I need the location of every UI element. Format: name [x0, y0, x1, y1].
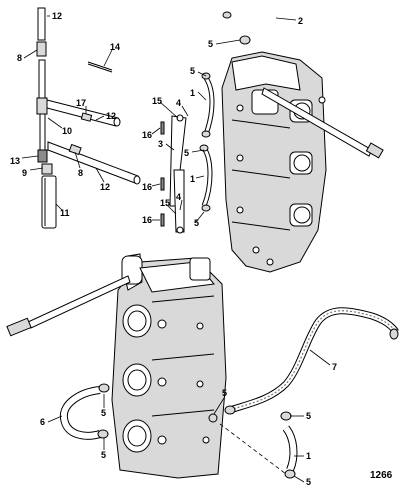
clamp-5-upper-b	[239, 35, 251, 45]
callout-label: 5	[101, 450, 106, 460]
hose-2-assembly	[222, 6, 279, 45]
hose-6-assembly	[59, 383, 110, 440]
callout-label: 16	[142, 215, 152, 225]
upper-cylinder-block	[221, 51, 384, 273]
callout-label: 5	[194, 218, 199, 228]
callout-label: 9	[22, 168, 27, 178]
callout-label: 12	[52, 11, 62, 21]
callout-label: 13	[10, 156, 20, 166]
clamp-13	[37, 149, 48, 163]
fitting-8-top	[36, 41, 47, 57]
callout-label: 15	[152, 96, 162, 106]
callout-label: 8	[78, 168, 83, 178]
wiring-harness-lower	[27, 275, 131, 329]
hose-11	[41, 175, 57, 229]
callout-label: 11	[60, 208, 70, 218]
wiring-harness-upper	[261, 87, 373, 157]
filter-9	[41, 163, 53, 175]
callout-label: 8	[17, 53, 22, 63]
callout-label: 5	[306, 411, 311, 421]
callout-label: 16	[142, 182, 152, 192]
callout-label: 4	[176, 98, 181, 108]
pin-16-a	[160, 121, 165, 135]
wire-14	[87, 61, 113, 71]
callout-label: 4	[176, 192, 181, 202]
clamp-5-upper-a	[222, 11, 232, 19]
linkage-rods	[160, 114, 187, 234]
harness-connector-lower	[6, 317, 32, 337]
dashed-guide-lower	[219, 423, 287, 475]
tee-fitting	[36, 97, 48, 115]
callout-label: 5	[190, 66, 195, 76]
callout-label: 5	[222, 388, 227, 398]
leader-lines	[21, 15, 331, 483]
callout-label: 3	[158, 139, 163, 149]
pin-16-b	[160, 177, 165, 191]
callout-label: 1	[190, 174, 195, 184]
tube-lower	[39, 113, 46, 151]
fitting-8-lower	[68, 143, 82, 156]
hose-1-middle	[199, 144, 213, 212]
rod-15-lower	[173, 169, 185, 233]
callout-label: 5	[208, 39, 213, 49]
harness-connector-upper	[365, 142, 384, 159]
callout-labels: 12 8 14 17 12 10 13 9 8 12 11 2 5 5 1 15…	[10, 11, 337, 487]
callout-label: 1	[306, 451, 311, 461]
callout-label: 6	[40, 417, 45, 427]
callout-label: 7	[332, 362, 337, 372]
hose-1-lower	[208, 411, 298, 479]
callout-label: 2	[298, 16, 303, 26]
callout-label: 5	[101, 408, 106, 418]
hose-7-assembly	[224, 307, 399, 415]
callout-label: 14	[110, 42, 120, 52]
hose-1-upper	[201, 72, 215, 138]
callout-label: 5	[306, 477, 311, 487]
hose-12-top	[37, 7, 46, 41]
tube-12-lower	[47, 141, 139, 184]
pin-16-c	[160, 213, 165, 227]
callout-label: 16	[142, 130, 152, 140]
fitting-17	[80, 112, 93, 122]
callout-label: 17	[76, 98, 86, 108]
left-hose-assembly	[36, 7, 141, 229]
callout-label: 10	[62, 126, 72, 136]
callout-label: 15	[160, 198, 170, 208]
callout-label: 5	[184, 148, 189, 158]
lower-cylinder-block	[6, 253, 227, 479]
figure-number: 1266	[370, 470, 393, 481]
callout-label: 12	[106, 111, 116, 121]
callout-label: 1	[190, 88, 195, 98]
tube-upper	[38, 59, 46, 99]
callout-label: 12	[100, 182, 110, 192]
